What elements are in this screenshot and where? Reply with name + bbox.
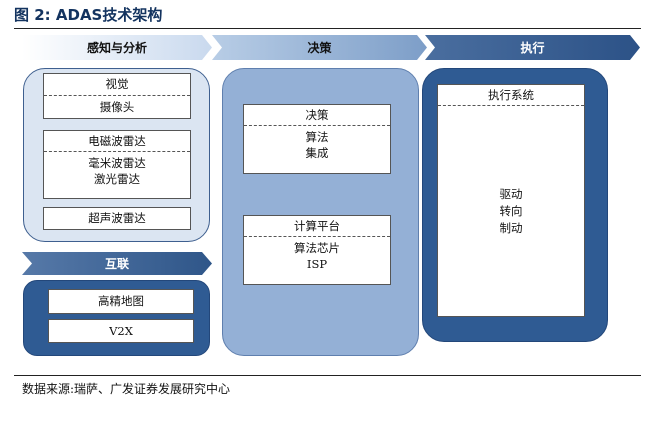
compute-head: 计算平台 [244,216,390,237]
stage-decide-arrow: 决策 [212,35,427,60]
hd-map-label: 高精地图 [98,294,144,308]
ultrasonic-box: 超声波雷达 [43,207,191,230]
vision-item: 摄像头 [99,100,135,114]
source-divider [14,375,641,376]
v2x-label: V2X [109,324,133,338]
execution-head: 执行系统 [438,85,584,106]
decision-item: 集成 [305,146,329,160]
decision-item: 算法 [305,130,329,144]
ultrasonic-label: 超声波雷达 [88,211,146,225]
decision-head: 决策 [244,105,390,126]
figure-title: 图 2: ADAS技术架构 [14,6,163,24]
execution-system-box: 执行系统 驱动 转向 制动 [437,84,585,317]
decision-box: 决策 算法 集成 [243,104,391,174]
execution-item: 制动 [499,221,523,235]
compute-item: ISP [306,257,328,271]
radar-box: 电磁波雷达 毫米波雷达 激光雷达 [43,130,191,199]
compute-item: 算法芯片 [294,241,340,255]
vision-head: 视觉 [44,74,190,96]
stage-execute-arrow: 执行 [425,35,640,60]
title-divider [14,28,641,29]
source-note: 数据来源:瑞萨、广发证券发展研究中心 [22,382,231,396]
radar-item: 激光雷达 [94,172,140,186]
stage-connect-arrow: 互联 [22,252,212,275]
stage-sense-arrow: 感知与分析 [22,35,212,60]
radar-item: 毫米波雷达 [88,156,146,170]
execution-item: 驱动 [499,187,523,201]
v2x-box: V2X [48,319,194,343]
radar-head: 电磁波雷达 [44,131,190,152]
hd-map-box: 高精地图 [48,289,194,314]
execution-item: 转向 [499,204,523,218]
compute-platform-box: 计算平台 算法芯片 ISP [243,215,391,285]
vision-box: 视觉 摄像头 [43,73,191,119]
